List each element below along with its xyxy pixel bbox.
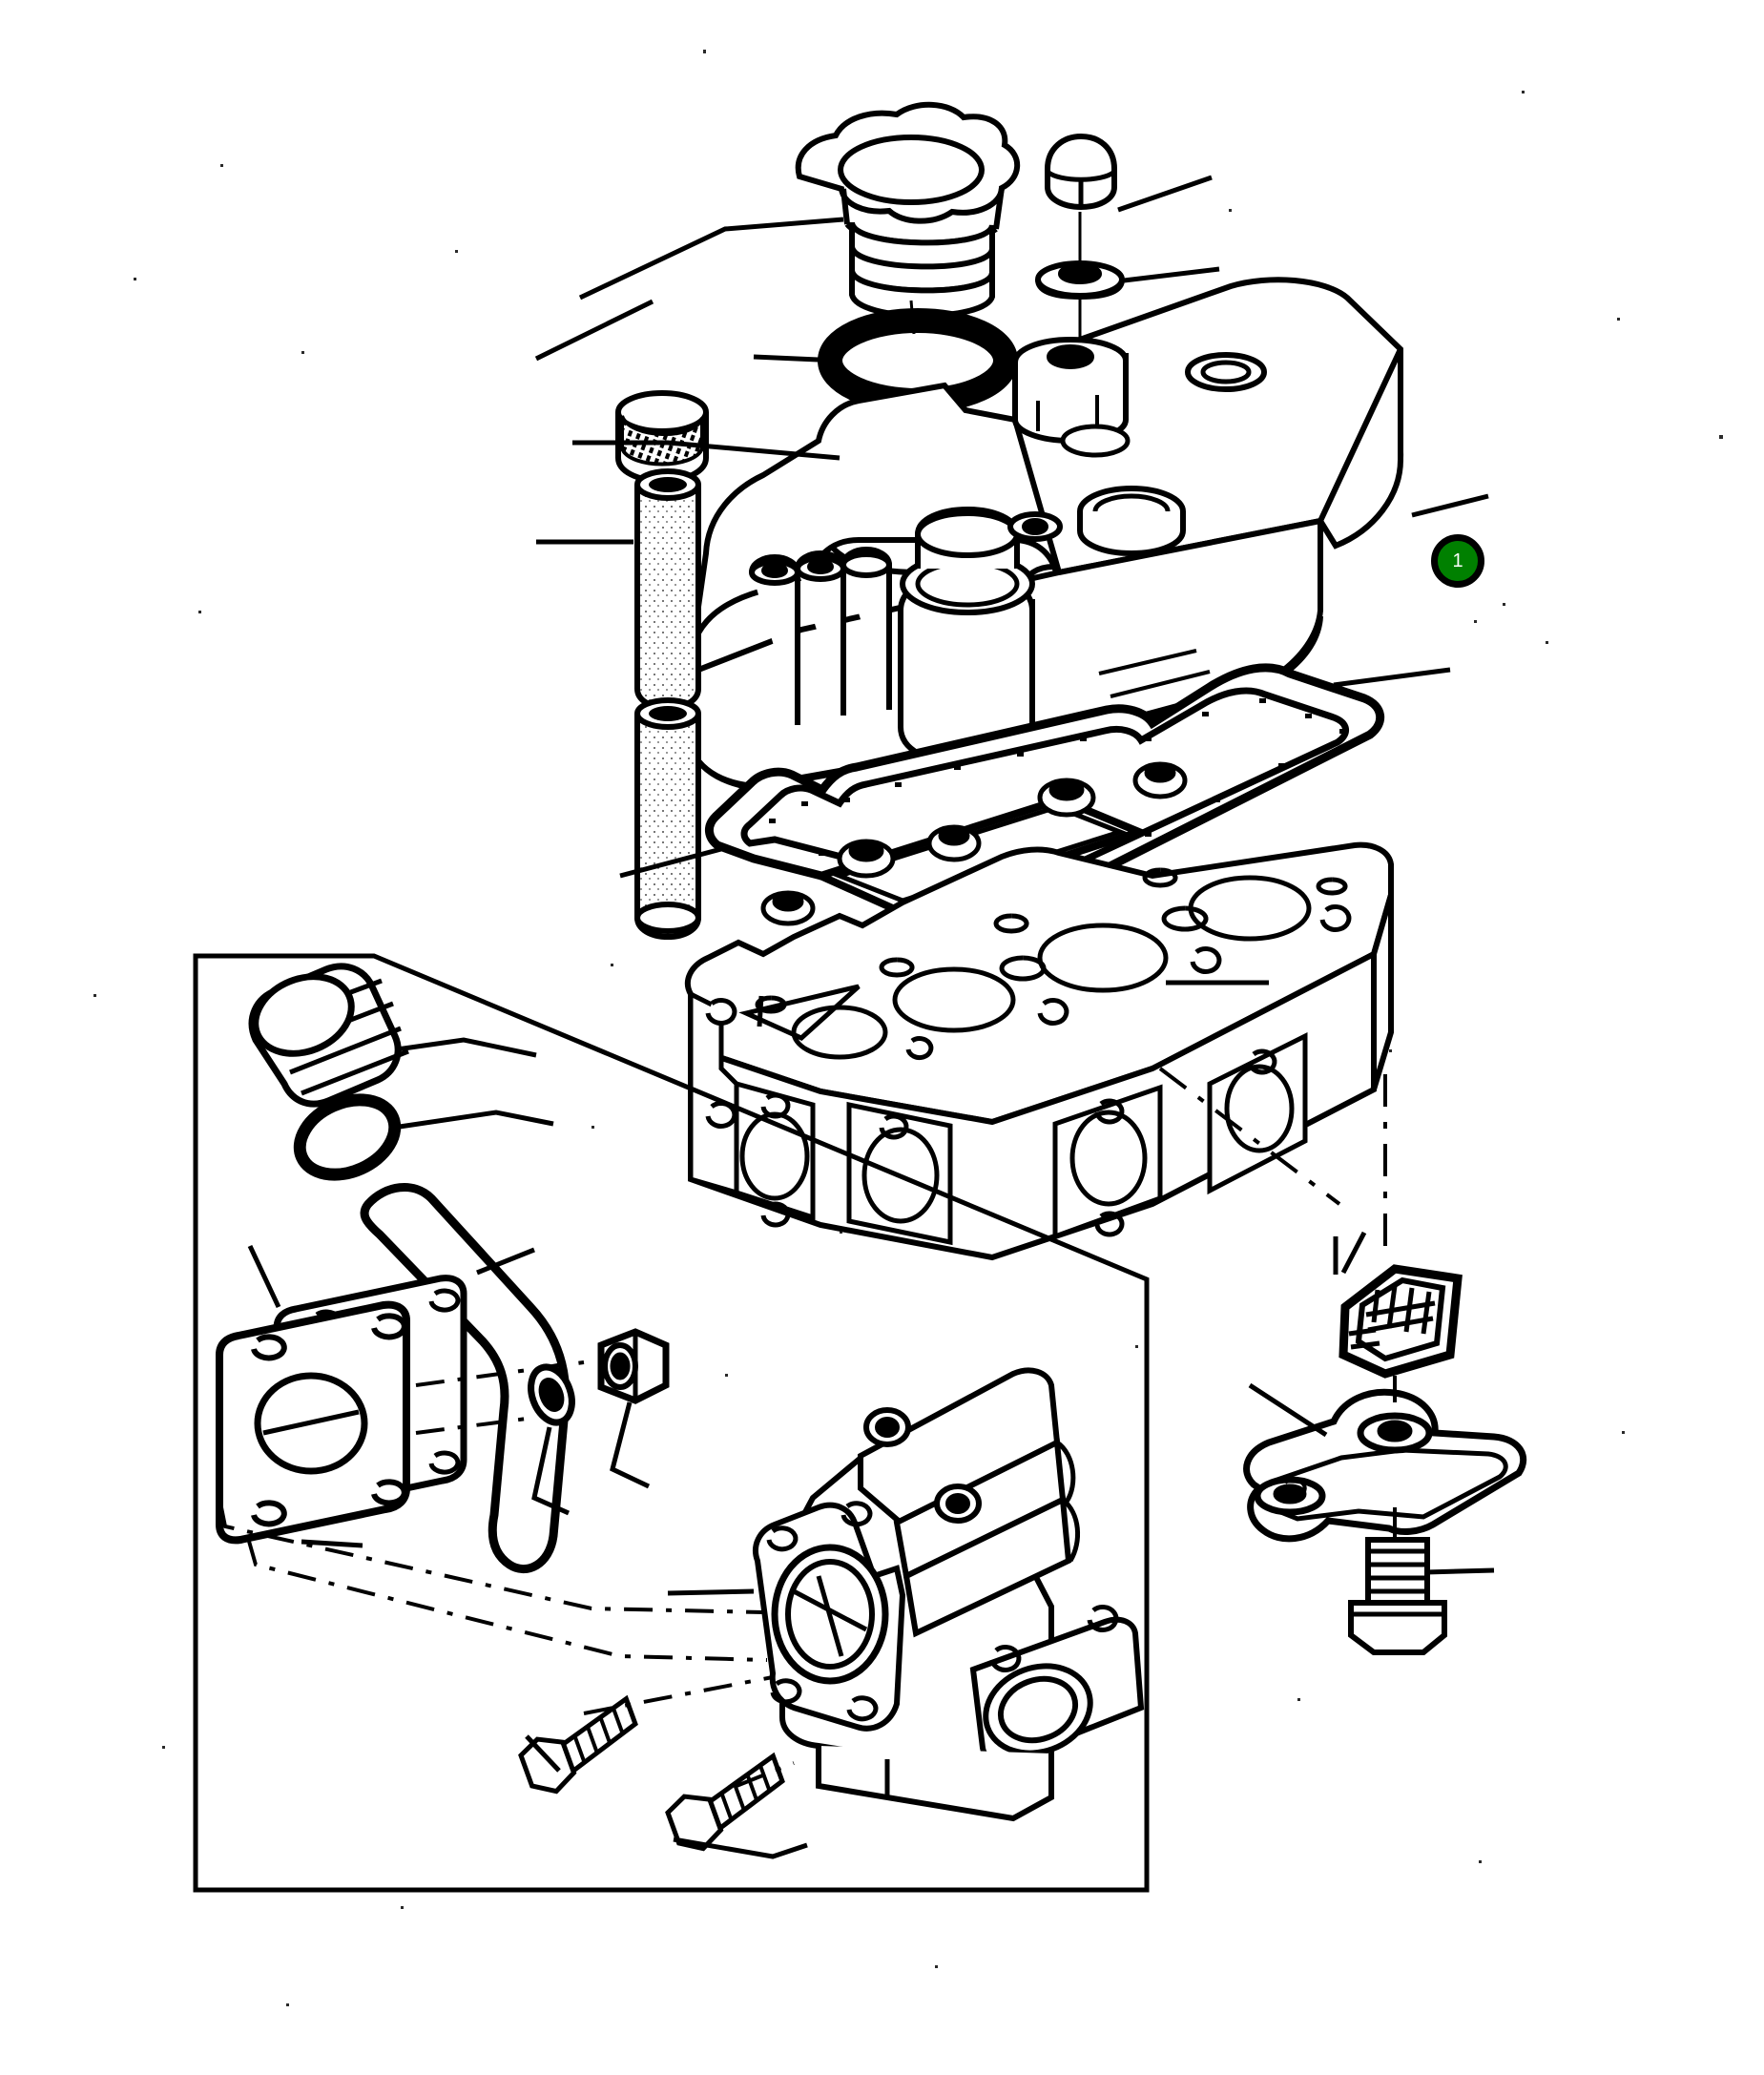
- leader-rubber-pad: [1340, 1231, 1367, 1275]
- cylinder-head: [684, 761, 1394, 1261]
- leader-bolt-left: [525, 1734, 561, 1773]
- spacer-tube-upper: [634, 468, 701, 712]
- cap-axis-line: [909, 300, 916, 335]
- leader-inlet-stub: [396, 1037, 537, 1058]
- filler-cap-thread: [849, 221, 995, 319]
- callout-marker-label: 1: [1452, 550, 1463, 571]
- leader-lines-inset: [247, 1037, 808, 1859]
- inlet-connector-stub: [248, 963, 409, 1108]
- pad-ribbing: [1348, 1285, 1436, 1350]
- leader-flange-gasket: [301, 1539, 363, 1548]
- leader-bolt-right: [673, 1836, 808, 1859]
- leader-collar-bush: [534, 299, 654, 362]
- callout-marker-1[interactable]: 1: [1431, 534, 1484, 588]
- leader-washer: [531, 1426, 571, 1516]
- cover-deck-bosses: [1060, 352, 1267, 458]
- head-stud-bosses: [760, 761, 1188, 926]
- leader-breather-plug: [1117, 175, 1213, 213]
- cover-left-ribs: [749, 546, 892, 725]
- cover-small-port: [1077, 486, 1186, 557]
- leader-flange-plate: [247, 1244, 281, 1309]
- leader-cover-gasket-right: [1333, 667, 1451, 688]
- leader-rocker-cover: [1411, 493, 1489, 518]
- rubber-cushion-pad: [1339, 1264, 1463, 1379]
- flange-nut: [597, 1328, 670, 1404]
- leader-nut: [610, 1401, 651, 1489]
- gear-housing: [753, 1367, 1145, 1822]
- inset-assembly-axes: [219, 1360, 795, 1788]
- cover-breather-boss: [1012, 336, 1129, 445]
- plug-sealing-washer: [1035, 260, 1125, 301]
- breather-plug: [1045, 133, 1117, 211]
- leader-cap-oring: [753, 354, 840, 363]
- leader-clamp-plate: [1248, 1382, 1328, 1438]
- leader-mesh-screen: [572, 440, 840, 461]
- oil-filler-cap: [795, 101, 1021, 246]
- breather-hose: [360, 1183, 571, 1574]
- cover-eye-lug: [1007, 511, 1063, 542]
- clamp-bolt: [1348, 1537, 1447, 1655]
- leader-plug-washer: [1123, 266, 1220, 283]
- stub-oring: [293, 1093, 402, 1181]
- right-assembly-axis: [1158, 1067, 1387, 1259]
- leader-breather-hose: [476, 1247, 535, 1276]
- leader-gear-housing: [667, 1588, 755, 1596]
- leader-clamp-bolt: [1424, 1567, 1495, 1575]
- leader-stub-oring: [392, 1110, 554, 1131]
- leader-filler-cap: [578, 217, 844, 301]
- spacer-tube-lower: [634, 697, 701, 941]
- rocker-cover: [686, 277, 1404, 792]
- flange-plate: [216, 1300, 410, 1545]
- leader-cover-gasket-left: [619, 846, 722, 879]
- leader-lines-upper: [534, 175, 1495, 1575]
- collar-bush: [615, 390, 709, 485]
- detail-view-box: [193, 953, 1150, 1893]
- clamp-plate: [1243, 1388, 1527, 1543]
